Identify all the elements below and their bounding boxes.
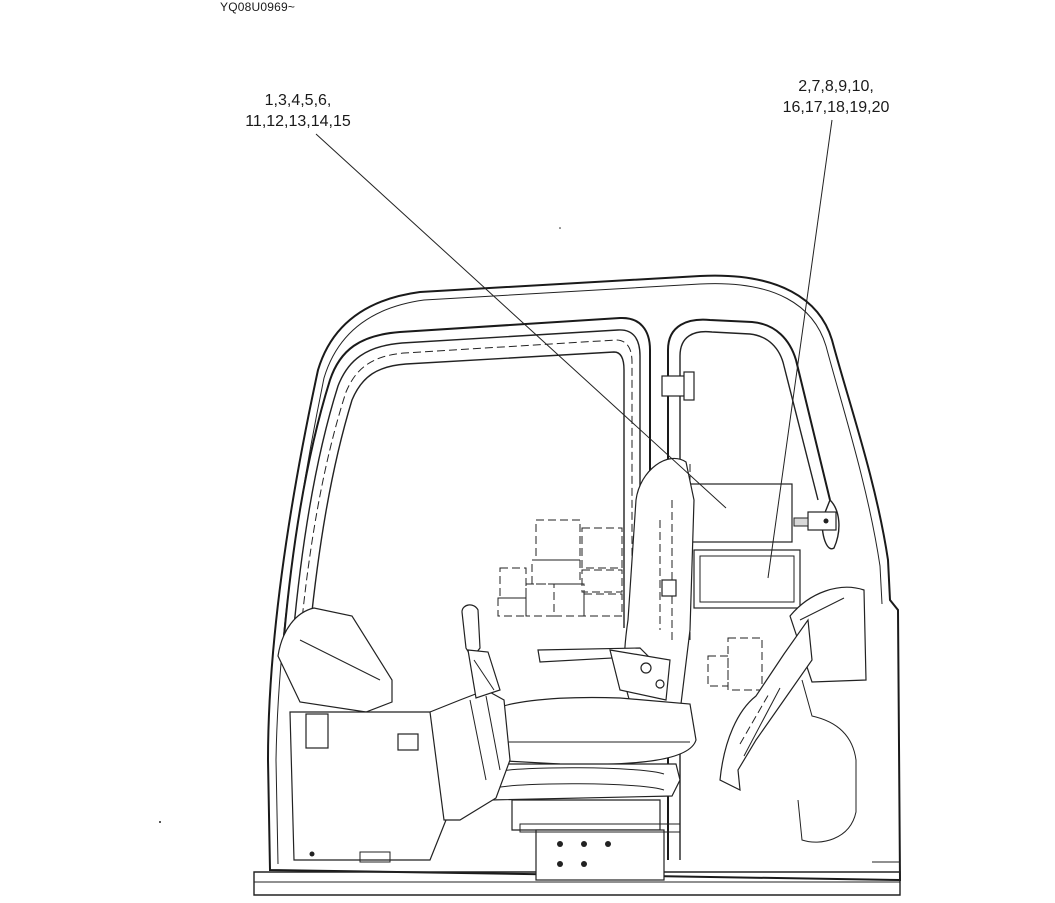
- callout-right-line2: 16,17,18,19,20: [782, 99, 890, 116]
- side-light: [793, 498, 840, 550]
- upper-panel: [685, 483, 793, 543]
- drawing-code: YQ08U0969~: [220, 0, 296, 14]
- seat-suspension: [483, 763, 681, 831]
- front-window-frame: [281, 316, 651, 661]
- rear-dashed-boxes: [707, 637, 763, 691]
- lower-panel: [693, 549, 801, 609]
- hinge-bracket: [661, 371, 695, 401]
- armrest: [537, 647, 671, 701]
- left-console: [277, 604, 511, 863]
- seat-cushion: [476, 696, 697, 765]
- leader-line-right: [767, 119, 833, 579]
- callout-left: 1,3,4,5,6, 11,12,13,14,15: [228, 90, 368, 132]
- callout-right: 2,7,8,9,10, 16,17,18,19,20: [766, 76, 906, 118]
- callout-right-line1: 2,7,8,9,10,: [798, 78, 874, 95]
- leader-lines: [315, 119, 833, 579]
- callout-left-line2: 11,12,13,14,15: [245, 113, 351, 130]
- stray-marks: [159, 227, 561, 823]
- right-console: [719, 586, 867, 843]
- seat-base: [519, 823, 681, 881]
- stacked-boxes: [497, 519, 623, 617]
- leader-line-left: [315, 133, 727, 509]
- callout-left-line1: 1,3,4,5,6,: [264, 92, 332, 109]
